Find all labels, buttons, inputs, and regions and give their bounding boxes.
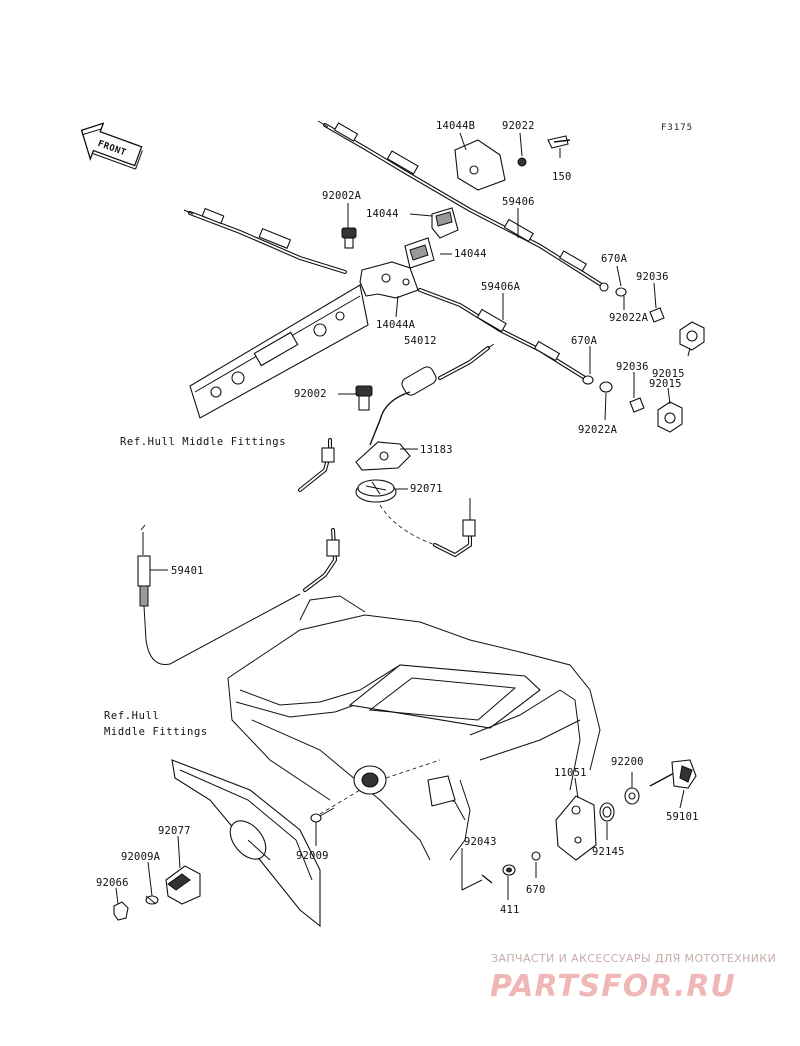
leader-lines (115, 132, 691, 905)
bolt-92002A (341, 227, 357, 249)
cable-59406A (418, 288, 593, 385)
bracket-14044A (359, 261, 419, 299)
watermark-brand: PARTSFOR.RU (490, 969, 736, 1004)
bracket-14044B (454, 135, 571, 191)
label-92022A-lower: 92022A (578, 424, 618, 436)
cable-59406 (317, 120, 609, 292)
label-92071: 92071 (410, 483, 443, 495)
nut-92066 (113, 901, 129, 921)
label-670A-lower: 670A (571, 335, 598, 347)
label-670A-upper: 670A (601, 253, 628, 265)
label-92145: 92145 (592, 846, 625, 858)
label-13183: 13183 (420, 444, 453, 456)
washer-411 (502, 864, 516, 876)
hull-side-panel (171, 759, 321, 928)
label-59401: 59401 (171, 565, 204, 577)
ref-hull-bottom-line2: Middle Fittings (104, 726, 208, 738)
watermark: ЗАПЧАСТИ И АКСЕССУАРЫ ДЛЯ МОТОТЕХНИКИ PA… (490, 952, 776, 1004)
label-92002A: 92002A (322, 190, 362, 202)
label-92200: 92200 (611, 756, 644, 768)
ring-670 (531, 851, 541, 861)
pin-92043 (481, 874, 493, 884)
console-plate-54012 (189, 284, 369, 419)
choke-knob-assembly (369, 343, 495, 446)
clip-92036-upper (649, 307, 665, 323)
bracket-11051 (555, 795, 597, 861)
cable-92071-right (379, 498, 476, 558)
knob-59101 (649, 759, 697, 789)
front-arrow-icon: FRONT (80, 122, 143, 170)
cap-92071 (355, 479, 397, 503)
label-59406A: 59406A (481, 281, 521, 293)
label-92009A: 92009A (121, 851, 161, 863)
label-92009: 92009 (296, 850, 329, 862)
washer-670A-lower (582, 375, 594, 385)
washer-670A-upper (615, 287, 627, 297)
label-150: 150 (552, 171, 572, 183)
washer-92145 (599, 802, 615, 822)
clamp-14044-lower (404, 237, 435, 269)
clip-92036-lower (629, 397, 645, 413)
washer-92200 (624, 787, 640, 805)
ref-hull-middle-fittings-top: Ref.Hull Middle Fittings (120, 436, 286, 448)
screw-92009A (145, 895, 159, 905)
cable-ref-top (298, 438, 335, 492)
label-92043: 92043 (464, 836, 497, 848)
label-11051: 11051 (554, 767, 587, 779)
label-92002: 92002 (294, 388, 327, 400)
nut-92015-lower (657, 401, 683, 433)
figure-code: F3175 (661, 123, 693, 133)
watermark-tagline: ЗАПЧАСТИ И АКСЕССУАРЫ ДЛЯ МОТОТЕХНИКИ (491, 952, 776, 965)
bolt-92002 (355, 385, 373, 411)
label-14044A: 14044A (376, 319, 416, 331)
hull-body (227, 595, 601, 861)
label-92015-lower: 92015 (649, 378, 682, 390)
label-92022: 92022 (502, 120, 535, 132)
label-670: 670 (526, 884, 546, 896)
label-92022A-upper: 92022A (609, 312, 649, 324)
plate-13183 (355, 441, 411, 471)
label-92036-upper: 92036 (636, 271, 669, 283)
label-14044B: 14044B (436, 120, 475, 132)
label-92036-lower: 92036 (616, 361, 649, 373)
cable-upper-left (183, 207, 347, 274)
label-59406: 59406 (502, 196, 535, 208)
label-14044-upper: 14044 (366, 208, 399, 220)
part-labels: 14044B 92022 150 92002A 14044 59406 1404… (96, 120, 699, 916)
cover-92077 (165, 865, 201, 905)
clamp-14044-upper (431, 207, 459, 239)
washer-92022A-lower (599, 381, 613, 393)
label-14044-lower: 14044 (454, 248, 487, 260)
ref-hull-bottom-line1: Ref.Hull (104, 710, 159, 722)
cable-59401 (137, 524, 340, 665)
label-92015-upper: 92015 (652, 368, 685, 380)
label-59101: 59101 (666, 811, 699, 823)
nut-92015-upper (679, 321, 705, 351)
label-92066: 92066 (96, 877, 129, 889)
screw-92009 (310, 807, 335, 823)
label-92077: 92077 (158, 825, 191, 837)
label-54012: 54012 (404, 335, 437, 347)
label-411: 411 (500, 904, 520, 916)
